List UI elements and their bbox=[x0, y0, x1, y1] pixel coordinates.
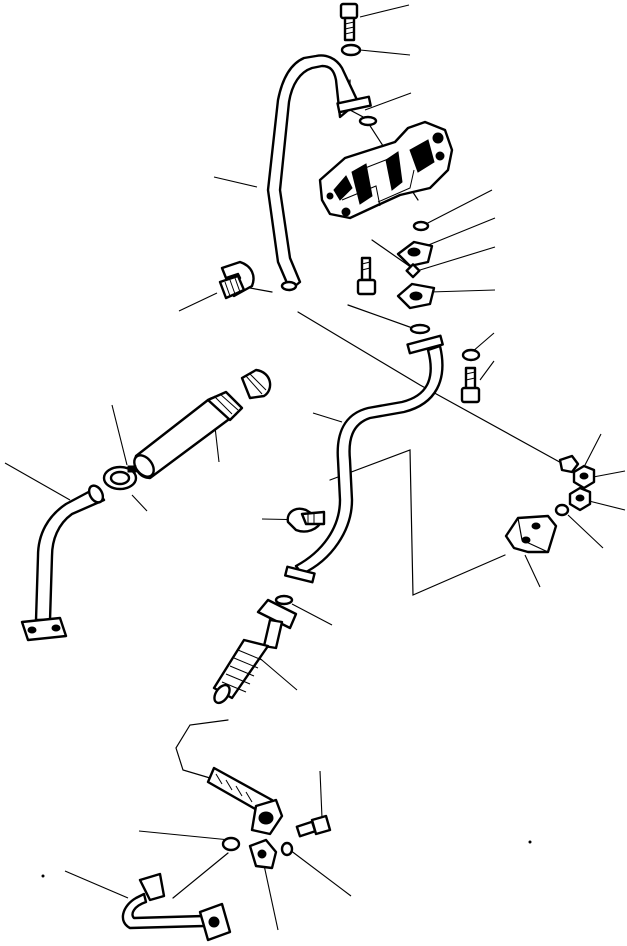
leader-line bbox=[255, 654, 298, 691]
leader-line bbox=[584, 499, 626, 511]
leader-line bbox=[429, 289, 496, 293]
leader-line bbox=[359, 49, 411, 56]
o-ring-pump bbox=[412, 220, 430, 232]
speck bbox=[528, 840, 532, 844]
clamp-ring bbox=[102, 465, 138, 491]
upper-pipe bbox=[266, 54, 372, 292]
leader-line bbox=[4, 462, 71, 501]
leader-line bbox=[213, 176, 258, 188]
elbow-pipe bbox=[20, 484, 106, 642]
leader-line bbox=[131, 494, 148, 512]
leader-lines bbox=[4, 4, 626, 931]
flange-lower bbox=[396, 282, 436, 310]
hose bbox=[133, 390, 244, 480]
bolt-mid bbox=[356, 256, 377, 296]
nut-small bbox=[558, 454, 580, 474]
clamp-middle bbox=[286, 507, 326, 533]
hose-clamp bbox=[240, 368, 272, 400]
washer-top bbox=[340, 43, 362, 57]
leader-line bbox=[364, 92, 412, 111]
leader-line bbox=[471, 332, 495, 353]
bolt-top bbox=[339, 2, 359, 42]
o-ring-lower bbox=[274, 594, 294, 606]
centre-line bbox=[347, 304, 419, 331]
leader-line bbox=[291, 603, 333, 626]
leader-line bbox=[359, 4, 410, 18]
leader-line bbox=[479, 360, 495, 381]
leader-line bbox=[289, 849, 352, 897]
leader-line bbox=[421, 189, 493, 227]
elbow-hose bbox=[218, 260, 255, 300]
nut-hole bbox=[575, 494, 585, 502]
delivery-pipe bbox=[284, 334, 444, 584]
flange-upper bbox=[396, 240, 434, 268]
washer-small bbox=[554, 503, 570, 517]
o-ring-flange bbox=[409, 323, 431, 335]
centre-line bbox=[175, 719, 229, 779]
hydraulic-pump bbox=[318, 120, 454, 220]
leader-line bbox=[214, 426, 220, 463]
o-ring-square bbox=[405, 263, 421, 279]
centre-line bbox=[249, 287, 273, 293]
delivery-tube-bottom bbox=[121, 872, 232, 942]
leader-line bbox=[64, 870, 129, 899]
speck bbox=[41, 874, 45, 878]
washer-right bbox=[461, 348, 481, 362]
leader-line bbox=[419, 246, 496, 271]
leader-line bbox=[263, 864, 279, 931]
leader-line bbox=[425, 217, 496, 247]
lower-hose bbox=[212, 638, 270, 705]
leader-line bbox=[567, 514, 604, 549]
nut-hole bbox=[579, 472, 589, 480]
centre-line bbox=[172, 852, 229, 899]
leader-line bbox=[111, 404, 128, 466]
leader-line bbox=[319, 770, 323, 819]
leader-line bbox=[178, 292, 218, 312]
split-flange bbox=[256, 598, 298, 650]
bolt-right bbox=[460, 366, 481, 404]
washer-lower bbox=[280, 841, 294, 857]
centre-line bbox=[297, 311, 566, 466]
o-ring-upper bbox=[358, 115, 378, 127]
leader-line bbox=[584, 433, 602, 466]
leader-line bbox=[138, 830, 231, 841]
o-ring-bottom bbox=[221, 836, 241, 852]
centre-line bbox=[329, 449, 506, 596]
leader-line bbox=[524, 554, 541, 588]
split-flange-lower bbox=[248, 838, 278, 870]
lower-fitting-hose bbox=[206, 766, 284, 836]
bolt-lower bbox=[295, 814, 332, 838]
bracket bbox=[504, 514, 558, 554]
leader-line bbox=[312, 412, 343, 423]
